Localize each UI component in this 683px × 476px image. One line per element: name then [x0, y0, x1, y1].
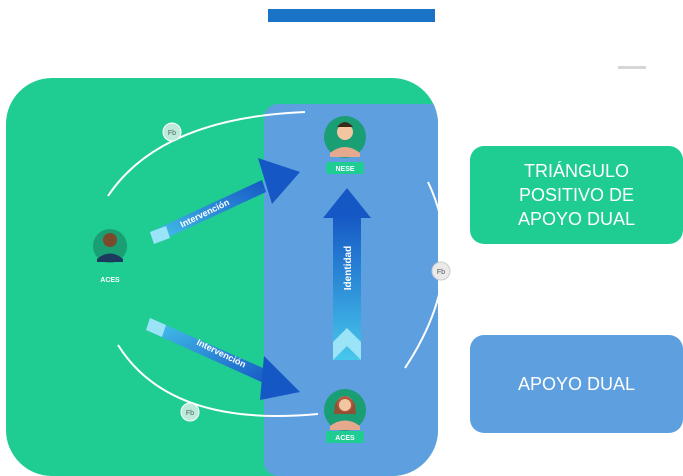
fb-badge-bottom: Fb — [180, 402, 200, 422]
person-bottom: ACES — [324, 389, 366, 443]
fb-label: Fb — [437, 269, 445, 276]
fb-badge-top: Fb — [162, 122, 182, 142]
header-bar — [268, 9, 435, 22]
person-label: ACES — [335, 435, 355, 442]
arrow-label: Intervención — [178, 197, 230, 229]
fb-label: Fb — [168, 130, 176, 137]
feedback-arc-top — [107, 111, 306, 197]
intervention-arrow-top: Intervención — [150, 158, 300, 244]
fb-badge-right: Fb — [431, 261, 451, 281]
arrow-label: Identidad — [343, 246, 354, 290]
fb-label: Fb — [186, 410, 194, 417]
intervention-arrow-bottom: Intervención — [146, 318, 300, 400]
triangle-legend-box: TRIÁNGULO POSITIVO DE APOYO DUAL — [470, 146, 683, 244]
dual-legend-box: APOYO DUAL — [470, 335, 683, 433]
person-top: NESE — [324, 116, 366, 174]
person-left: ACES — [93, 229, 127, 284]
identity-arrow: Identidad — [323, 188, 371, 360]
person-label: NESE — [335, 166, 354, 173]
person-label: ACES — [100, 277, 120, 284]
decorative-mark — [618, 66, 646, 69]
